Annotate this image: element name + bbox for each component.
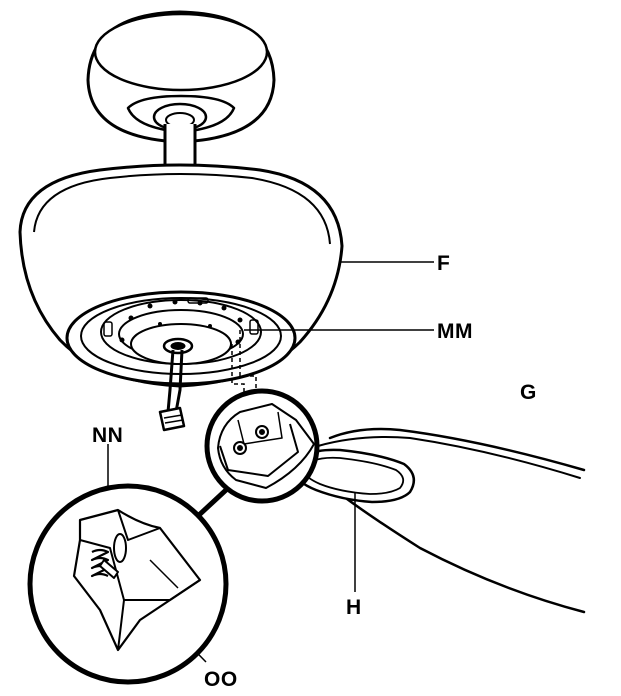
ceiling-canopy (86, 10, 276, 144)
magnifier-detail-bracket (204, 388, 320, 504)
label-g: G (520, 381, 537, 404)
blade-iron (290, 448, 416, 504)
label-mm: MM (437, 320, 473, 343)
wire-connector (158, 349, 186, 432)
label-oo: OO (204, 668, 238, 691)
label-h: H (346, 596, 362, 619)
downrod (163, 124, 197, 172)
magnifier-detail-spring (27, 483, 229, 685)
callout-labels: F MM G NN H OO (92, 252, 537, 691)
label-f: F (437, 252, 450, 275)
label-nn: NN (92, 424, 123, 447)
